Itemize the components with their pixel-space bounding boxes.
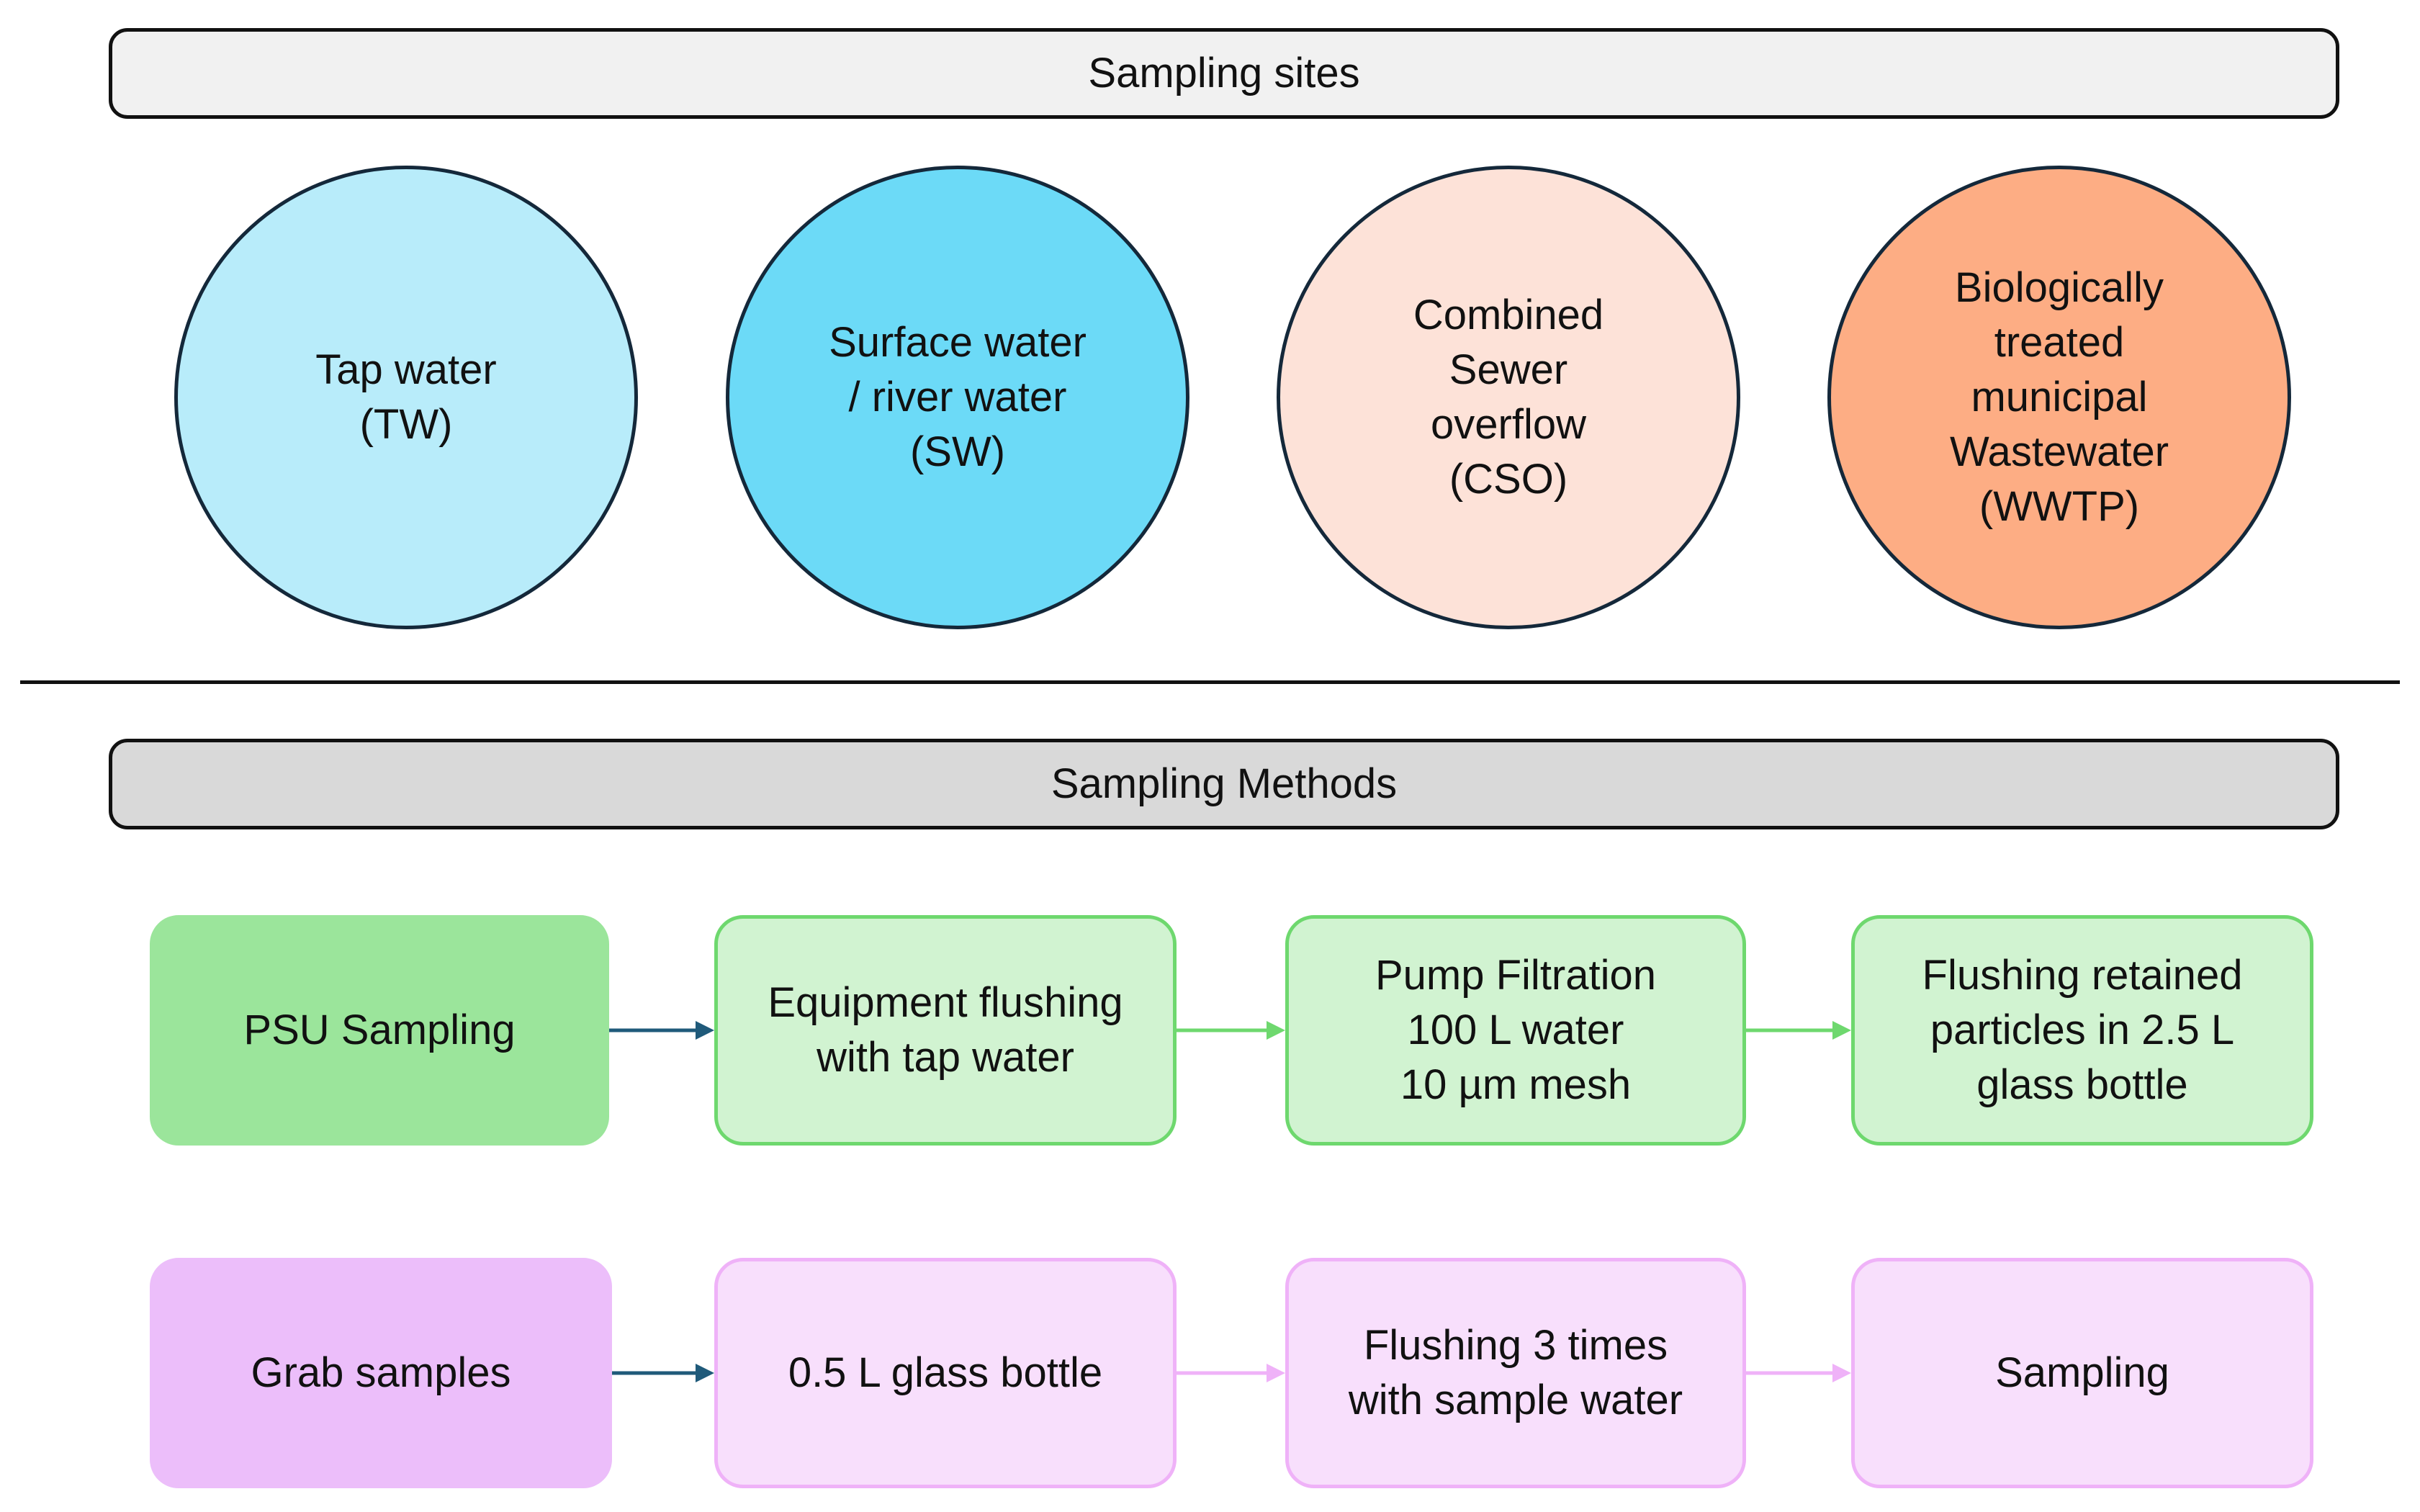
step-text-line: 0.5 L glass bottle — [788, 1349, 1103, 1396]
grab-step-flushing-sample-water: Flushing 3 times with sample water — [1285, 1258, 1746, 1488]
step-text-line: Equipment flushing — [768, 979, 1123, 1026]
step-text-line: 10 µm mesh — [1400, 1061, 1632, 1108]
method-label: Grab samples — [251, 1349, 511, 1396]
sampling-methods-title: Sampling Methods — [1051, 760, 1398, 807]
site-label-line: treated — [1994, 319, 2125, 366]
site-label-line: (TW) — [359, 401, 453, 448]
sampling-methods-header: Sampling Methods — [109, 739, 2339, 829]
flow-arrow — [1746, 1364, 1851, 1382]
grab-step-sampling: Sampling — [1851, 1258, 2313, 1488]
grab-step-glass-bottle: 0.5 L glass bottle — [714, 1258, 1177, 1488]
step-text-line: glass bottle — [1976, 1061, 2188, 1108]
site-label-line: Surface water — [829, 319, 1087, 366]
site-tap-water: Tap water (TW) — [174, 166, 638, 629]
step-text-line: with sample water — [1348, 1377, 1683, 1423]
method-grab-samples: Grab samples — [150, 1258, 612, 1488]
step-text-line: with tap water — [817, 1034, 1074, 1081]
sampling-sites-header: Sampling sites — [109, 28, 2339, 119]
step-text-line: Pump Filtration — [1375, 952, 1657, 999]
flow-arrow — [1177, 1364, 1285, 1382]
step-text-line: Sampling — [1995, 1349, 2169, 1396]
sampling-sites-title: Sampling sites — [1088, 50, 1360, 96]
site-label-line: / river water — [848, 374, 1067, 420]
method-label: PSU Sampling — [243, 1007, 516, 1053]
site-label-line: Tap water — [315, 346, 497, 393]
site-label-line: Combined — [1413, 292, 1604, 338]
step-text-line: 100 L water — [1407, 1007, 1624, 1053]
flow-arrow — [609, 1021, 714, 1040]
flow-arrow — [612, 1364, 714, 1382]
step-text-line: Flushing retained — [1922, 952, 2243, 999]
step-text-line: particles in 2.5 L — [1930, 1007, 2235, 1053]
site-label-line: (SW) — [909, 428, 1006, 475]
site-label-line: municipal — [1971, 374, 2148, 420]
site-label-line: (WWTP) — [1979, 483, 2140, 530]
site-label-line: Wastewater — [1949, 428, 2169, 475]
psu-step-equipment-flushing: Equipment flushing with tap water — [714, 915, 1177, 1146]
site-surface-water: Surface water / river water (SW) — [726, 166, 1189, 629]
site-combined-sewer-overflow: Combined Sewer overflow (CSO) — [1277, 166, 1740, 629]
flow-arrow — [1746, 1021, 1851, 1040]
site-label-line: Biologically — [1954, 264, 2164, 311]
psu-step-flushing-retained: Flushing retained particles in 2.5 L gla… — [1851, 915, 2313, 1146]
flow-arrow — [1177, 1021, 1285, 1040]
method-psu-sampling: PSU Sampling — [150, 915, 609, 1146]
step-text-line: Flushing 3 times — [1363, 1322, 1668, 1369]
site-label-line: (CSO) — [1449, 456, 1568, 503]
site-label-line: Sewer — [1449, 346, 1568, 393]
psu-step-pump-filtration: Pump Filtration 100 L water 10 µm mesh — [1285, 915, 1746, 1146]
site-label-line: overflow — [1431, 401, 1586, 448]
section-divider — [20, 680, 2400, 684]
site-wastewater-treatment: Biologically treated municipal Wastewate… — [1827, 166, 2291, 629]
